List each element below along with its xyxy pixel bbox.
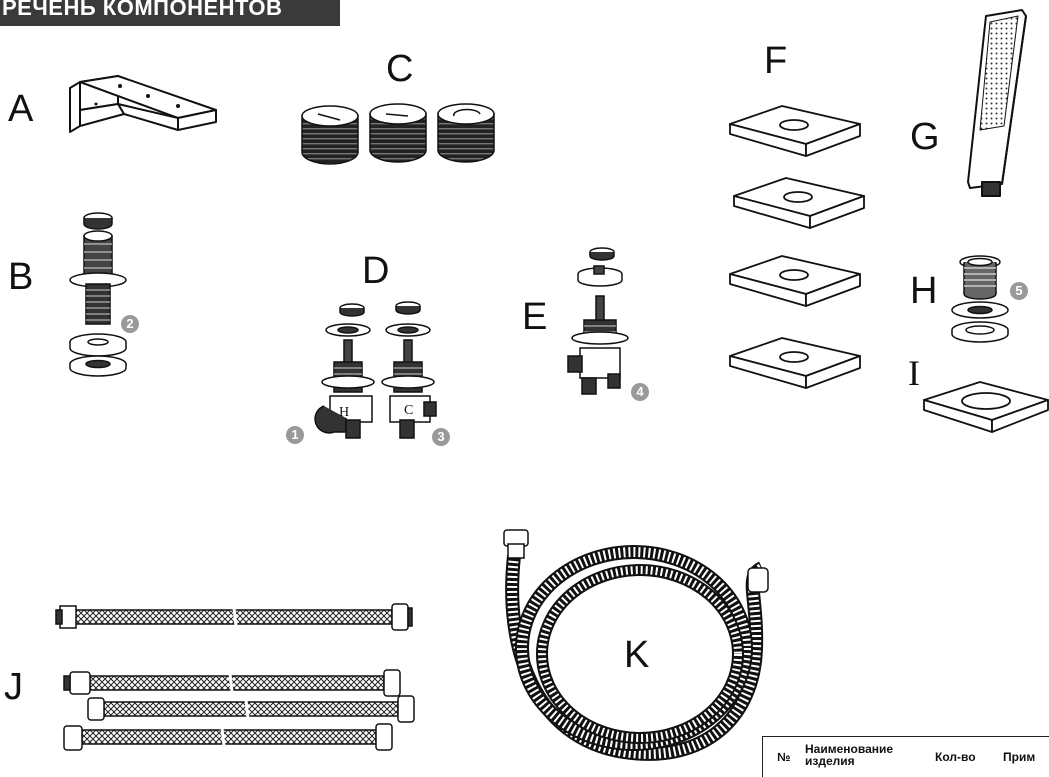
label-i: I xyxy=(908,353,920,393)
label-h: H xyxy=(910,270,938,312)
label-d: D xyxy=(362,250,390,292)
part-i-plate-drawing xyxy=(923,381,1049,433)
part-h-nut-drawing xyxy=(951,255,1009,343)
banner-title: РЕЧЕНЬ КОМПОНЕНТОВ xyxy=(2,0,283,20)
badge-1: 1 xyxy=(286,426,304,444)
part-a-spout-drawing xyxy=(69,75,217,133)
label-c: C xyxy=(386,48,414,90)
part-j-hoses-drawing xyxy=(55,603,415,751)
part-b-connector-drawing xyxy=(69,212,127,377)
table-col-number: № xyxy=(777,750,791,764)
part-d-valves-drawing xyxy=(314,301,437,439)
hot-mark: H xyxy=(339,405,350,420)
label-a: A xyxy=(8,88,34,130)
part-e-diverter-drawing xyxy=(567,247,629,395)
part-c-handles-drawing xyxy=(301,103,495,165)
table-col-note: Прим xyxy=(1003,750,1036,764)
table-col-name: Наименование изделия xyxy=(805,742,894,768)
badge-5: 5 xyxy=(1010,282,1028,300)
label-j: J xyxy=(4,666,23,708)
table-col-qty: Кол-во xyxy=(935,750,976,764)
part-f-plates-drawing xyxy=(729,105,865,389)
label-f: F xyxy=(764,40,788,82)
part-g-hand-shower-drawing xyxy=(967,9,1027,197)
badge-2: 2 xyxy=(121,315,139,333)
cold-mark: C xyxy=(404,403,414,418)
part-k-shower-hose-drawing xyxy=(503,529,769,761)
badge-3: 3 xyxy=(432,428,450,446)
label-e: E xyxy=(522,296,548,338)
label-b: B xyxy=(8,256,34,298)
label-g: G xyxy=(910,116,940,158)
components-table-header: № Наименование изделия Кол-во Прим xyxy=(762,736,1049,777)
label-k: K xyxy=(624,634,650,676)
badge-4: 4 xyxy=(631,383,649,401)
section-banner: РЕЧЕНЬ КОМПОНЕНТОВ xyxy=(0,0,340,26)
